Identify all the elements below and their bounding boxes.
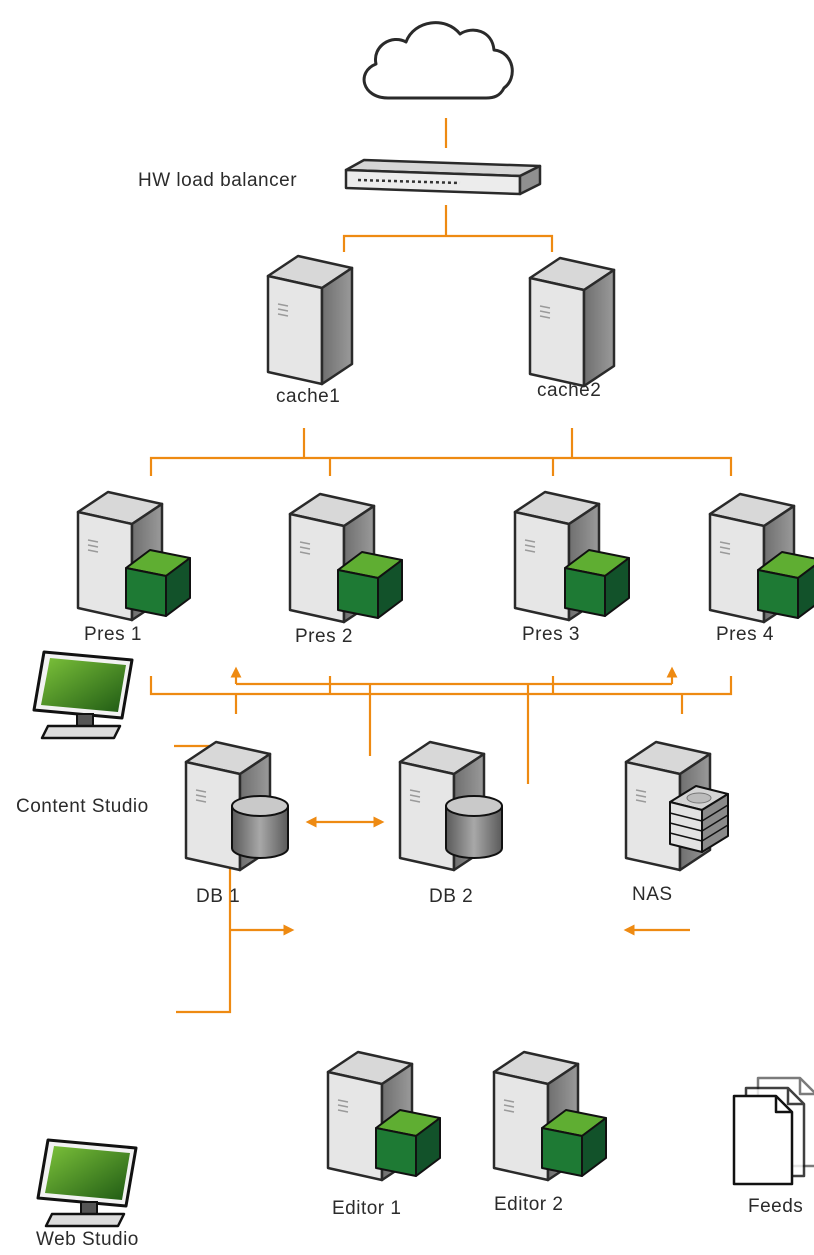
cloud-icon — [362, 21, 514, 100]
load-balancer-label: HW load balancer — [138, 170, 298, 191]
editor2-label: Editor 2 — [494, 1194, 564, 1215]
editor1-label: Editor 1 — [332, 1198, 402, 1219]
db1-server-icon — [184, 740, 289, 872]
pres1-label: Pres 1 — [84, 624, 142, 645]
pres2-server-icon — [288, 492, 403, 624]
web-studio-label: Web Studio — [36, 1229, 139, 1250]
cache1-server-icon — [266, 254, 354, 386]
feeds-label: Feeds — [748, 1196, 804, 1217]
db2-label: DB 2 — [429, 886, 474, 907]
pres3-label: Pres 3 — [522, 624, 580, 645]
cache2-server-icon — [528, 256, 616, 388]
db2-server-icon — [398, 740, 503, 872]
nas-label: NAS — [632, 884, 673, 905]
network-appliance-icon — [344, 158, 542, 196]
pres1-server-icon — [76, 490, 191, 622]
connector-lines — [149, 118, 733, 1014]
documents-stack-icon — [732, 1076, 814, 1186]
editor1-server-icon — [326, 1050, 441, 1182]
db1-label: DB 1 — [196, 886, 241, 907]
pres2-label: Pres 2 — [295, 626, 353, 647]
content-studio-label: Content Studio — [16, 796, 149, 817]
content-studio-monitor-icon — [32, 650, 134, 740]
pres4-server-icon — [708, 492, 814, 624]
editor2-server-icon — [492, 1050, 607, 1182]
web-studio-monitor-icon — [36, 1138, 138, 1228]
nas-storage-icon — [624, 740, 729, 872]
pres3-server-icon — [513, 490, 630, 622]
pres4-label: Pres 4 — [716, 624, 774, 645]
cache1-label: cache1 — [276, 386, 341, 407]
cache2-label: cache2 — [537, 380, 602, 401]
